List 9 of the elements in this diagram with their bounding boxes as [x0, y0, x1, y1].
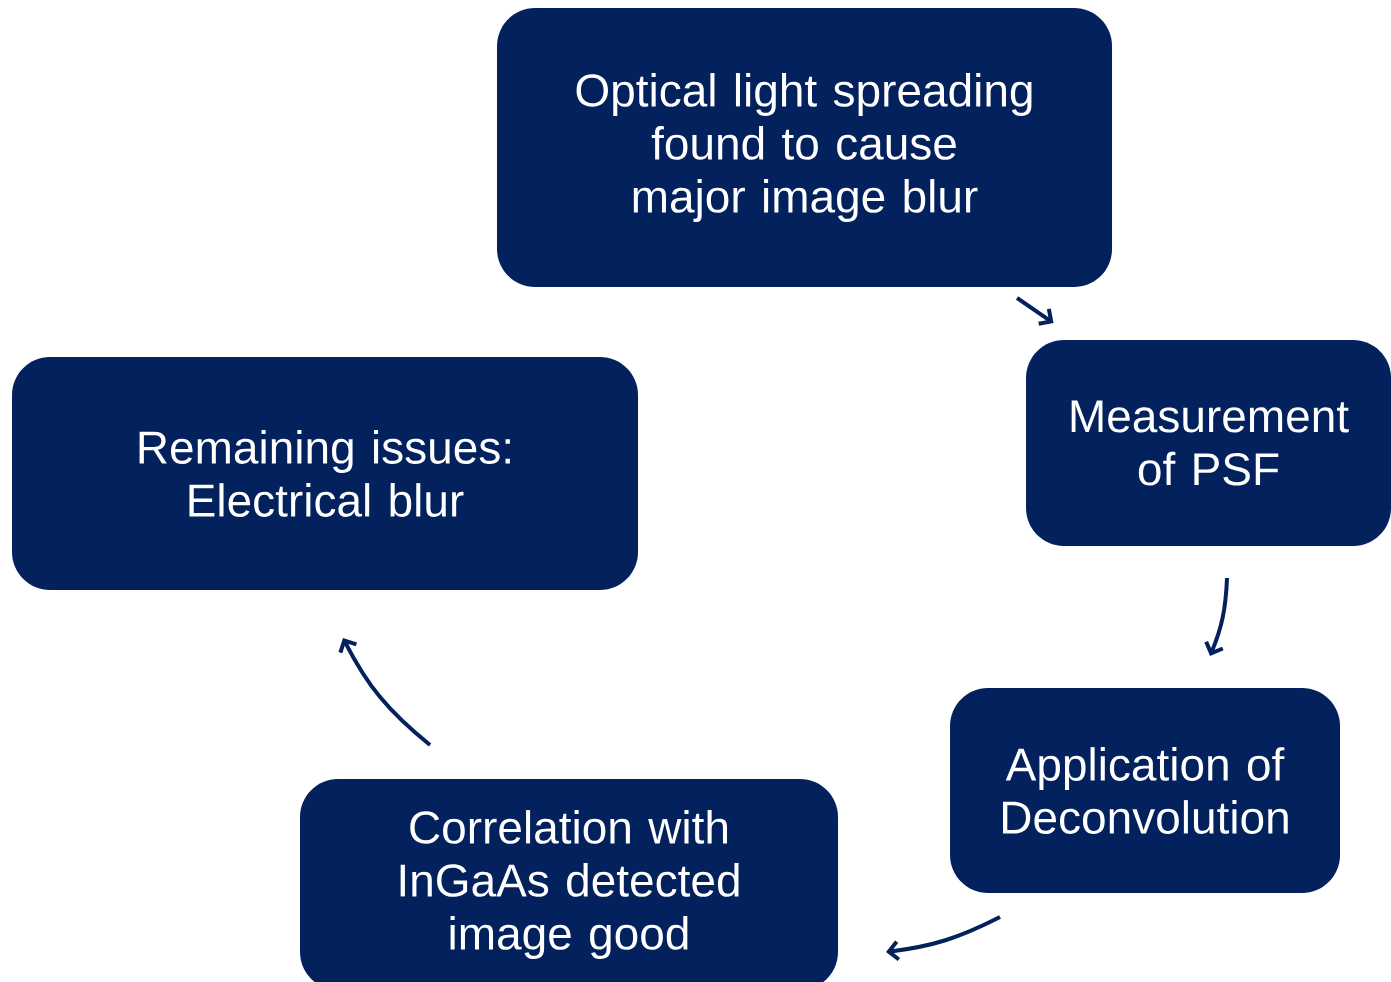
process-box: Correlation with InGaAs detected image good — [300, 779, 838, 982]
process-box: Application of Deconvolution — [950, 688, 1340, 893]
arrow — [1015, 296, 1054, 326]
arrow — [886, 915, 1001, 962]
arrow — [1204, 577, 1229, 656]
process-box: Optical light spreading found to cause major image blur — [497, 8, 1112, 287]
arrow — [338, 638, 432, 747]
process-box: Remaining issues: Electrical blur — [12, 357, 638, 590]
process-box: Measurement of PSF — [1026, 340, 1391, 546]
